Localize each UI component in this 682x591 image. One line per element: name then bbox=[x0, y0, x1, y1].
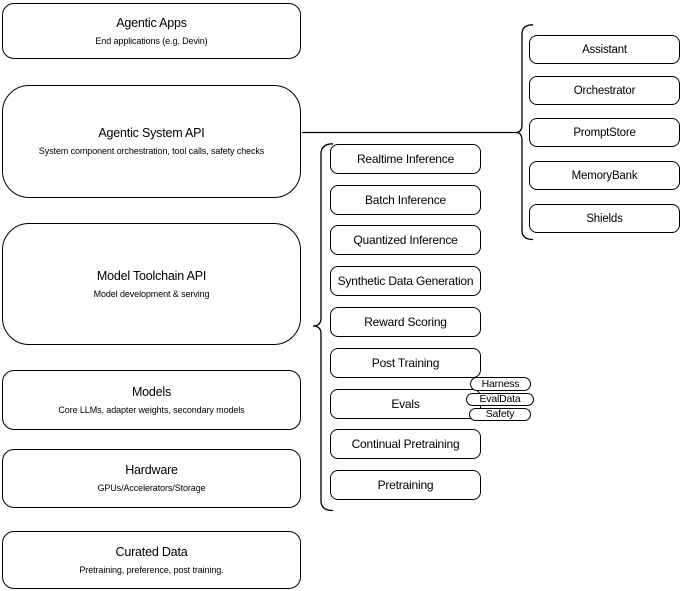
node-subtitle: Pretraining, preference, post training. bbox=[79, 564, 224, 575]
node-title: Models bbox=[131, 384, 172, 399]
node-shields: Shields bbox=[529, 204, 680, 233]
tag-label: Safety bbox=[485, 408, 515, 420]
node-label: Synthetic Data Generation bbox=[337, 274, 474, 288]
node-quantized-inference: Quantized Inference bbox=[330, 225, 481, 255]
node-subtitle: System component orchestration, tool cal… bbox=[38, 146, 265, 156]
node-title: Agentic Apps bbox=[116, 15, 187, 30]
node-label: PromptStore bbox=[573, 126, 636, 139]
node-promptstore: PromptStore bbox=[529, 118, 680, 147]
node-label: Realtime Inference bbox=[356, 152, 455, 166]
node-batch-inference: Batch Inference bbox=[330, 185, 481, 215]
node-label: Orchestrator bbox=[573, 84, 636, 97]
node-assistant: Assistant bbox=[529, 35, 680, 64]
node-label: MemoryBank bbox=[571, 169, 638, 182]
tag-label: EvalData bbox=[479, 393, 521, 405]
node-orchestrator: Orchestrator bbox=[529, 76, 680, 105]
node-label: Reward Scoring bbox=[364, 315, 447, 329]
node-memorybank: MemoryBank bbox=[529, 161, 680, 190]
tag-safety: Safety bbox=[469, 407, 531, 421]
node-title: Model Toolchain API bbox=[96, 268, 207, 283]
node-label: Quantized Inference bbox=[353, 233, 458, 247]
node-synthetic-data-generation: Synthetic Data Generation bbox=[330, 266, 481, 296]
node-label: Assistant bbox=[582, 43, 627, 56]
node-model-toolchain-api: Model Toolchain API Model development & … bbox=[2, 223, 301, 345]
node-reward-scoring: Reward Scoring bbox=[330, 307, 481, 337]
node-label: Pretraining bbox=[377, 478, 434, 492]
node-agentic-system-api: Agentic System API System component orch… bbox=[2, 85, 301, 198]
node-evals: Evals bbox=[330, 389, 481, 419]
tag-label: Harness bbox=[481, 377, 520, 390]
node-curated-data: Curated Data Pretraining, preference, po… bbox=[2, 531, 301, 589]
node-title: Agentic System API bbox=[98, 126, 205, 140]
node-continual-pretraining: Continual Pretraining bbox=[330, 429, 481, 459]
node-subtitle: End applications (e.g. Devin) bbox=[95, 35, 208, 46]
tag-harness: Harness bbox=[470, 377, 531, 391]
node-label: Continual Pretraining bbox=[351, 437, 460, 451]
node-label: Shields bbox=[586, 212, 623, 225]
node-label: Evals bbox=[391, 397, 420, 411]
node-post-training: Post Training bbox=[330, 348, 481, 378]
node-models: Models Core LLMs, adapter weights, secon… bbox=[2, 370, 301, 430]
node-subtitle: GPUs/Accelerators/Storage bbox=[97, 483, 206, 493]
node-title: Hardware bbox=[125, 463, 178, 477]
tag-evaldata: EvalData bbox=[466, 392, 534, 406]
node-label: Post Training bbox=[371, 356, 440, 370]
node-pretraining: Pretraining bbox=[330, 470, 481, 500]
node-subtitle: Model development & serving bbox=[93, 288, 210, 299]
node-agentic-apps: Agentic Apps End applications (e.g. Devi… bbox=[2, 3, 301, 59]
node-subtitle: Core LLMs, adapter weights, secondary mo… bbox=[58, 404, 245, 415]
node-title: Curated Data bbox=[115, 544, 188, 559]
node-hardware: Hardware GPUs/Accelerators/Storage bbox=[2, 449, 301, 508]
node-realtime-inference: Realtime Inference bbox=[330, 144, 481, 174]
node-label: Batch Inference bbox=[364, 193, 447, 207]
